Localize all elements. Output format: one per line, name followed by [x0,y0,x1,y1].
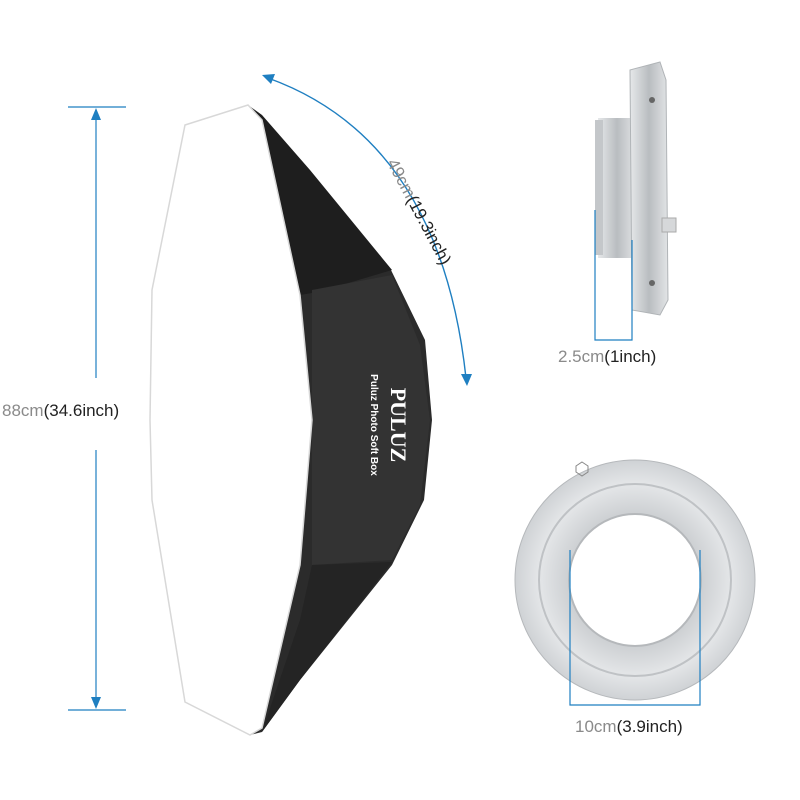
svg-text:Puluz Photo Soft Box: Puluz Photo Soft Box [368,374,379,476]
height-dimension-line [68,106,126,711]
softbox: PULUZ Puluz Photo Soft Box [149,104,432,736]
mount-depth-imperial: (1inch) [604,347,657,366]
height-label: 88cm(34.6inch) [2,401,119,421]
mount-depth-dimension-line [594,210,633,341]
ring-diameter-imperial: (3.9inch) [616,717,683,736]
ring-diameter-metric: 10cm [575,717,617,736]
softbox-center-panel [312,275,430,565]
softbox-diffuser [149,104,313,736]
side-dimension-arc [262,74,472,386]
height-imperial: (34.6inch) [43,401,120,420]
svg-text:PULUZ: PULUZ [386,388,411,463]
ring-diameter-label: 10cm(3.9inch) [575,717,683,737]
mount-depth-label: 2.5cm(1inch) [558,347,656,367]
speedring-side-view [595,61,677,316]
height-metric: 88cm [2,401,44,420]
mount-depth-metric: 2.5cm [558,347,605,366]
logo: PULUZ Puluz Photo Soft Box [368,374,411,476]
softbox-top-panel [248,105,392,295]
ring-diameter-dimension-line [569,550,701,706]
softbox-bottom-panel [262,562,392,732]
speedring-front-view [514,459,756,701]
